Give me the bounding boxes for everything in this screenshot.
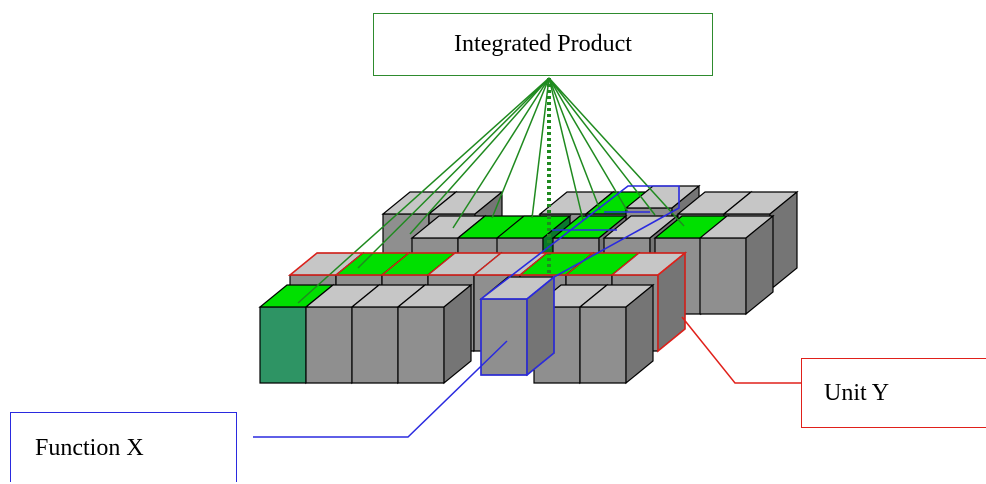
unit-y-outline-side bbox=[657, 251, 686, 353]
function-x-outline-front bbox=[480, 298, 528, 376]
product-connector-line bbox=[548, 77, 584, 221]
cube-function bbox=[479, 275, 556, 377]
unit-y-divider bbox=[519, 252, 548, 276]
product-connector-line bbox=[531, 77, 550, 219]
product-connector-line bbox=[548, 77, 629, 213]
product-connector-line bbox=[409, 77, 550, 235]
connector-lines-layer bbox=[297, 77, 685, 304]
product-connector-line bbox=[452, 77, 550, 229]
outline-overlay-layer bbox=[253, 185, 801, 438]
product-connector-line bbox=[491, 77, 550, 219]
unit-y-divider bbox=[381, 252, 410, 276]
unit-y-divider bbox=[335, 252, 364, 276]
unit-y-divider bbox=[473, 252, 502, 276]
unit-y-divider bbox=[565, 252, 594, 276]
unit-y-callout: Unit Y bbox=[801, 358, 986, 428]
cube-midb-7 bbox=[698, 214, 775, 316]
cubes-layer bbox=[258, 184, 799, 385]
product-connector-line bbox=[548, 77, 656, 216]
cube-front-7 bbox=[578, 283, 655, 385]
product-connector-line bbox=[297, 77, 550, 304]
cube-front-4 bbox=[396, 283, 473, 385]
unit-y-divider bbox=[611, 252, 640, 276]
function-x-leader-line bbox=[253, 340, 508, 438]
product-connector-line bbox=[548, 77, 685, 227]
integrated-product-label: Integrated Product bbox=[373, 13, 713, 76]
unit-y-leader-line bbox=[681, 316, 801, 384]
product-connector-line bbox=[357, 77, 550, 269]
product-connector-line bbox=[548, 77, 601, 211]
unit-y-divider bbox=[427, 252, 456, 276]
function-x-callout: Function X bbox=[10, 412, 237, 482]
